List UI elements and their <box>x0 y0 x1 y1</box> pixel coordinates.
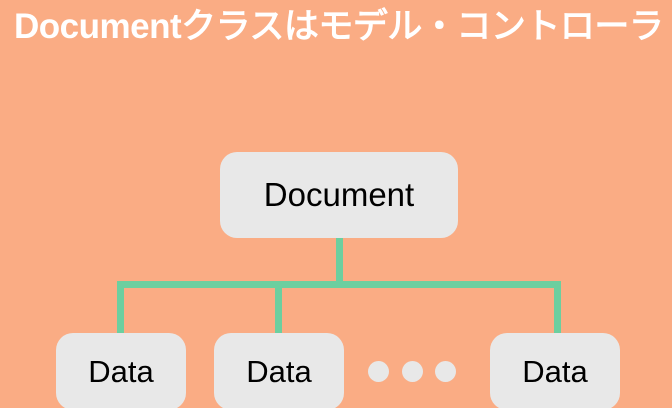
node-document: Document <box>220 152 458 238</box>
node-data-1: Data <box>56 333 186 408</box>
connector-trunk-vertical <box>336 235 343 287</box>
ellipsis-dot-1 <box>368 360 389 382</box>
connector-drop-right <box>554 281 561 338</box>
ellipsis-indicator <box>368 360 456 382</box>
node-data-3: Data <box>490 333 620 408</box>
connector-drop-middle <box>275 281 282 338</box>
ellipsis-dot-2 <box>401 360 423 382</box>
node-data-2: Data <box>214 333 344 408</box>
ellipsis-dot-3 <box>435 360 456 382</box>
connector-drop-left <box>117 281 124 338</box>
connector-horizontal-bus <box>117 281 561 288</box>
slide-title: Documentクラスはモデル・コントローラ <box>14 7 664 46</box>
